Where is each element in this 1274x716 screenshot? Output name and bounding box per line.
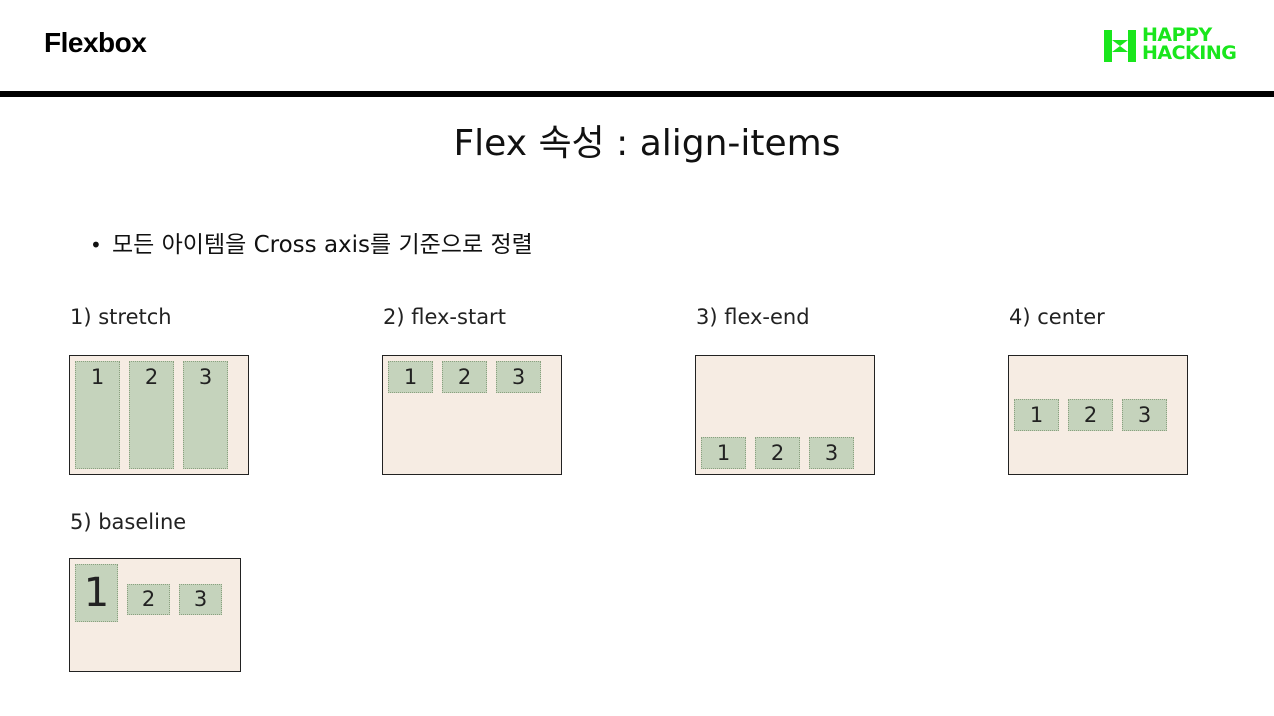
flex-item: 2 — [1068, 399, 1113, 431]
flex-item-large: 1 — [75, 564, 118, 622]
flex-item: 1 — [75, 361, 120, 469]
demo-label-stretch: 1) stretch — [70, 305, 172, 329]
bullet-dot-icon: • — [90, 233, 102, 257]
flex-item: 2 — [127, 584, 170, 615]
flex-item: 1 — [701, 437, 746, 469]
flex-item: 3 — [183, 361, 228, 469]
happy-hacking-logo-icon — [1104, 30, 1136, 62]
demo-label-flex-end: 3) flex-end — [696, 305, 810, 329]
flex-container-flex-end: 1 2 3 — [695, 355, 875, 475]
flex-container-baseline: 1 2 3 — [69, 558, 241, 672]
flex-container-center: 1 2 3 — [1008, 355, 1188, 475]
flex-item: 2 — [129, 361, 174, 469]
bullet-text: 모든 아이템을 Cross axis를 기준으로 정렬 — [112, 232, 533, 258]
flex-item: 2 — [442, 361, 487, 393]
flex-container-stretch: 1 2 3 — [69, 355, 249, 475]
logo-text-line-1: HAPPY — [1142, 24, 1212, 46]
demo-label-center: 4) center — [1009, 305, 1105, 329]
logo-text: HAPPY HACKING — [1142, 24, 1237, 64]
happy-hacking-logo: HAPPY HACKING — [1102, 26, 1246, 66]
header-title: Flexbox — [44, 27, 147, 58]
bullet-point: • 모든 아이템을 Cross axis를 기준으로 정렬 — [90, 225, 533, 259]
flex-item: 3 — [179, 584, 222, 615]
demo-label-flex-start: 2) flex-start — [383, 305, 506, 329]
logo-text-line-2: HACKING — [1142, 42, 1237, 64]
flex-item: 3 — [1122, 399, 1167, 431]
flex-item: 2 — [755, 437, 800, 469]
flex-item: 1 — [1014, 399, 1059, 431]
slide-title: Flex 속성 : align-items — [453, 123, 841, 164]
header-divider — [0, 91, 1274, 97]
flex-container-flex-start: 1 2 3 — [382, 355, 562, 475]
demo-label-baseline: 5) baseline — [70, 510, 187, 534]
flex-item: 3 — [496, 361, 541, 393]
flex-item: 3 — [809, 437, 854, 469]
flex-item: 1 — [388, 361, 433, 393]
